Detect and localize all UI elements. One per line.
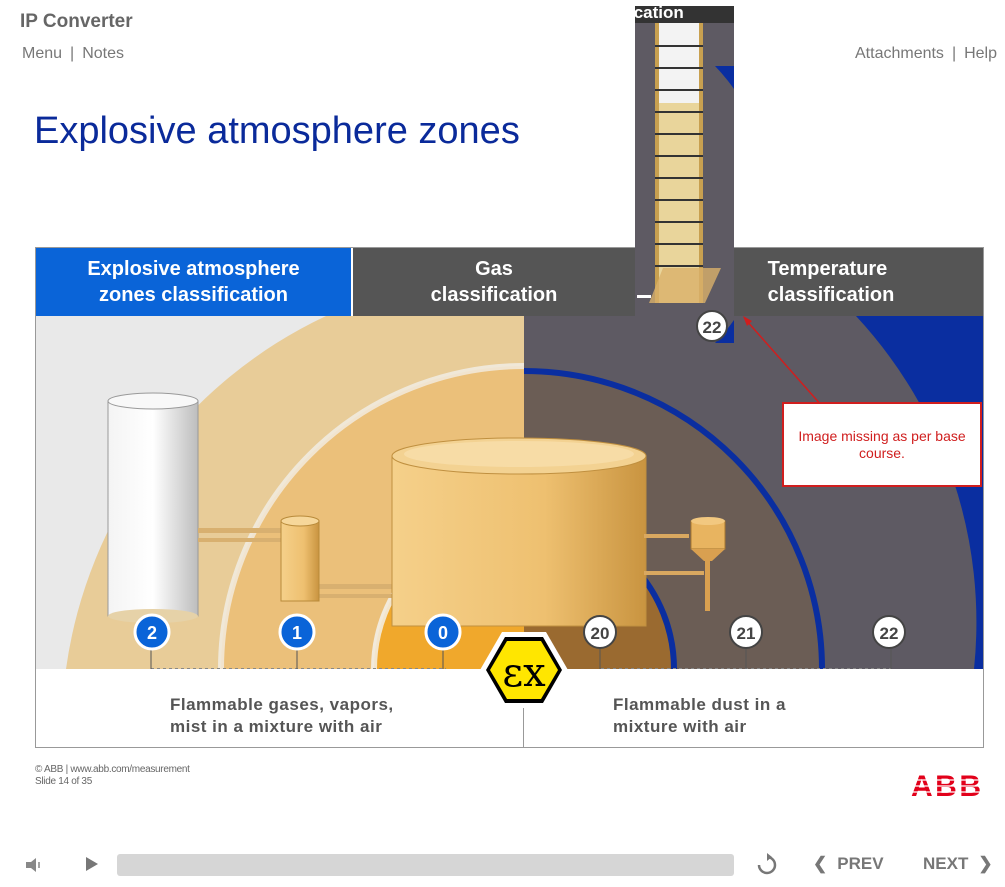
header-zones-line1: Explosive atmosphere (87, 258, 300, 280)
play-icon[interactable] (84, 855, 100, 873)
svg-text:0: 0 (438, 623, 448, 643)
gas-description-line1: Flammable gases, vapors, (170, 695, 394, 714)
zones-scene: 2 1 0 20 21 22 (36, 316, 983, 669)
ladder-tower-image: 22 (635, 6, 734, 343)
dust-description: Flammable dust in a mixture with air (613, 694, 786, 738)
tall-column-tank (107, 400, 199, 617)
header-zones-classification: Explosive atmosphere zones classification (36, 248, 351, 316)
zone-badge-2: 2 (133, 613, 171, 651)
svg-text:εx: εx (502, 650, 546, 696)
app-title: IP Converter (20, 11, 133, 32)
prev-label: PREV (837, 854, 884, 873)
header-zones-line2: zones classification (99, 284, 288, 306)
zone-badge-0: 0 (424, 613, 462, 651)
header-gas-line2: classification (430, 284, 558, 306)
abb-logo: ABB (911, 771, 983, 799)
zone-badge-22: 22 (872, 615, 906, 649)
prev-button[interactable]: ❮ PREV (813, 854, 884, 874)
header-gas-classification: Gas classification (351, 248, 635, 316)
svg-text:2: 2 (147, 623, 157, 643)
chevron-left-icon: ❮ (813, 854, 828, 873)
svg-text:21: 21 (737, 624, 756, 643)
chevron-right-icon: ❯ (978, 854, 993, 873)
small-tank (280, 520, 320, 602)
zone-badge-20: 20 (583, 615, 617, 649)
zone-badge-1: 1 (278, 613, 316, 651)
next-label: NEXT (923, 854, 969, 873)
svg-text:20: 20 (591, 624, 610, 643)
svg-text:1: 1 (292, 623, 302, 643)
slide-footer: © ABB | www.abb.com/measurement Slide 14… (35, 764, 190, 788)
zone-badge-21: 21 (729, 615, 763, 649)
header-temp-line1: Temperature (767, 258, 888, 280)
missing-image-note: Image missing as per base course. (782, 402, 982, 487)
top-nav-right: Attachments | Help (855, 45, 997, 63)
notes-link[interactable]: Notes (82, 45, 124, 62)
slide-counter: Slide 14 of 35 (35, 776, 92, 787)
red-pointer-arrow (743, 316, 823, 407)
nav-separator: | (70, 45, 75, 62)
header-temp-line2: classification (767, 284, 895, 306)
graphic-header-row: Explosive atmosphere zones classification… (36, 248, 983, 316)
overlay-image-strip: 22 ication (635, 6, 734, 343)
overlay-badge-22: 22 (703, 318, 722, 337)
overlay-caption: ication (635, 6, 734, 23)
player-bar: ❮ PREV NEXT ❯ (0, 845, 1005, 887)
header-gas-line1: Gas (475, 258, 513, 280)
replay-icon[interactable] (755, 853, 779, 877)
top-nav-left: Menu | Notes (22, 45, 124, 63)
svg-text:ABB: ABB (911, 771, 981, 799)
gas-description: Flammable gases, vapors, mist in a mixtu… (170, 694, 394, 738)
copyright-text: © ABB | www.abb.com/measurement (35, 764, 190, 775)
slide-title: Explosive atmosphere zones (34, 110, 520, 152)
volume-icon[interactable] (24, 855, 44, 875)
svg-text:22: 22 (880, 624, 899, 643)
help-link[interactable]: Help (964, 45, 997, 62)
attachments-link[interactable]: Attachments (855, 45, 944, 62)
ex-symbol-icon: εx (480, 632, 568, 708)
dust-description-line2: mixture with air (613, 717, 747, 736)
zones-graphic: Explosive atmosphere zones classification… (35, 247, 984, 748)
storage-tank (391, 455, 647, 627)
nav-separator: | (951, 45, 957, 62)
gas-description-line2: mist in a mixture with air (170, 717, 383, 736)
dust-description-line1: Flammable dust in a (613, 695, 786, 714)
progress-bar[interactable] (117, 854, 734, 876)
next-button[interactable]: NEXT ❯ (923, 854, 993, 874)
menu-link[interactable]: Menu (22, 45, 63, 62)
dust-silo (690, 520, 726, 550)
